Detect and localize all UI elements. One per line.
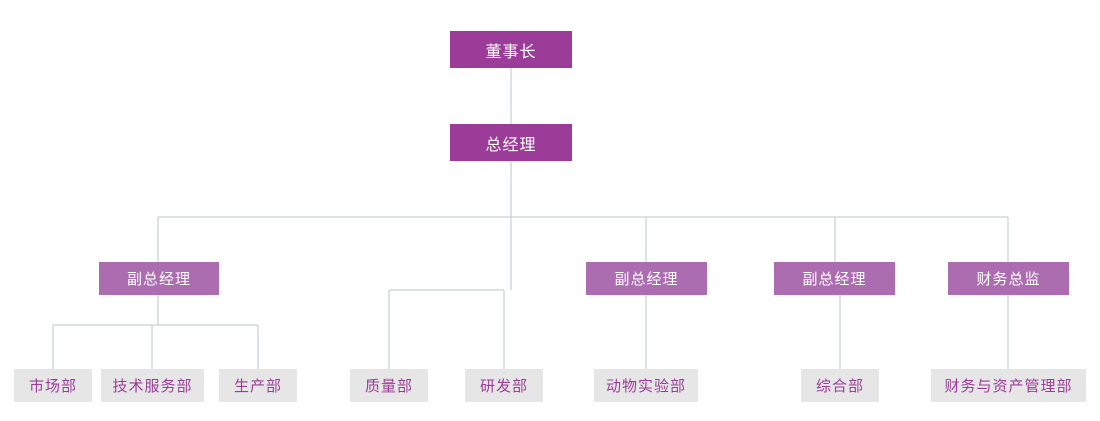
node-vp-1[interactable]: 副总经理 — [99, 262, 219, 295]
node-cfo-label: 财务总监 — [976, 270, 1041, 288]
node-vp-3[interactable]: 副总经理 — [774, 262, 895, 295]
node-dept-rd[interactable]: 研发部 — [465, 369, 543, 402]
node-vp-2[interactable]: 副总经理 — [586, 262, 707, 295]
node-dept-tech-service[interactable]: 技术服务部 — [101, 369, 204, 402]
node-cfo[interactable]: 财务总监 — [948, 262, 1069, 295]
node-dept-finance-asset-label: 财务与资产管理部 — [944, 377, 1073, 395]
node-dept-production-label: 生产部 — [233, 377, 282, 395]
node-chairman-label: 董事长 — [485, 41, 537, 61]
node-dept-production[interactable]: 生产部 — [219, 369, 297, 402]
node-dept-rd-label: 研发部 — [479, 377, 528, 395]
node-vp-1-label: 副总经理 — [126, 270, 191, 288]
node-vp-3-label: 副总经理 — [802, 270, 867, 288]
node-dept-animal-lab-label: 动物实验部 — [605, 377, 686, 395]
node-dept-general-affairs[interactable]: 综合部 — [801, 369, 879, 402]
node-general-manager-label: 总经理 — [485, 134, 537, 154]
node-general-manager[interactable]: 总经理 — [450, 124, 572, 161]
node-dept-animal-lab[interactable]: 动物实验部 — [594, 369, 698, 402]
node-chairman[interactable]: 董事长 — [450, 31, 572, 68]
node-dept-quality[interactable]: 质量部 — [350, 369, 428, 402]
node-dept-quality-label: 质量部 — [364, 377, 413, 395]
node-vp-2-label: 副总经理 — [614, 270, 679, 288]
node-dept-tech-service-label: 技术服务部 — [112, 377, 193, 395]
node-dept-marketing-label: 市场部 — [28, 377, 77, 395]
node-dept-marketing[interactable]: 市场部 — [14, 369, 92, 402]
node-dept-general-affairs-label: 综合部 — [815, 377, 864, 395]
node-dept-finance-asset[interactable]: 财务与资产管理部 — [931, 369, 1086, 402]
